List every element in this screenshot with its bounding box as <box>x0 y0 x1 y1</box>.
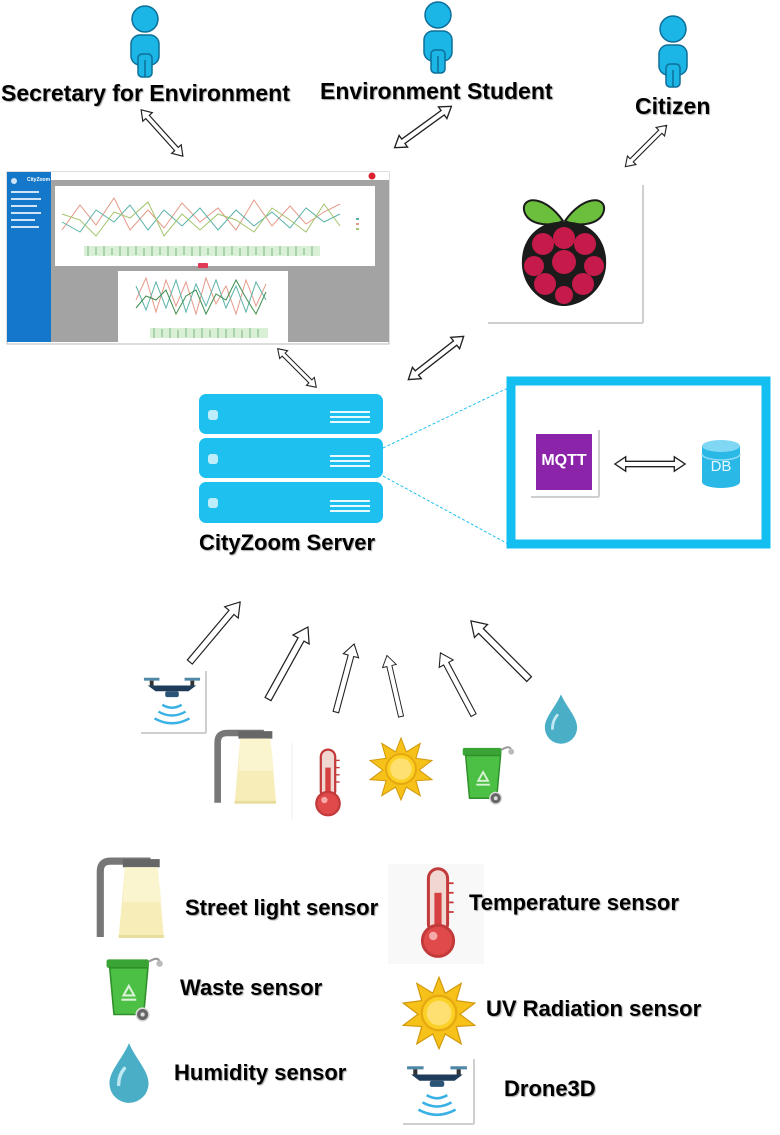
drone-icon <box>140 670 204 730</box>
arrow-drop-server <box>463 613 537 687</box>
legend-street-light-icon <box>100 859 164 938</box>
legend-label-waste: Waste sensor <box>180 975 323 1000</box>
database-icon <box>701 440 741 488</box>
arrow-secretary-dashboard <box>135 104 189 162</box>
street-light-icon <box>218 731 276 804</box>
waste-bin-icon <box>461 746 516 806</box>
server-stack <box>199 394 383 523</box>
dashboard-screenshot <box>6 171 390 345</box>
arrow-thermo-server <box>327 641 363 715</box>
legend-label-drone: Drone3D <box>504 1076 596 1101</box>
legend-label-street-light: Street light sensor <box>185 895 379 920</box>
legend-drone-icon <box>402 1058 472 1122</box>
actor-label-secretary: Secretary for Environment <box>1 80 290 106</box>
mqtt-logo <box>536 434 592 490</box>
actor-label-citizen: Citizen <box>635 93 711 119</box>
arrow-streetlight-server <box>259 621 317 705</box>
raspberry-pi-card <box>487 184 644 324</box>
arrow-citizen-raspberry <box>620 120 672 172</box>
db-label: DB <box>710 458 732 475</box>
legend-label-uv: UV Radiation sensor <box>486 996 702 1021</box>
arrow-sun-server <box>379 653 409 719</box>
legend-thermometer-icon <box>420 867 456 958</box>
legend-label-humidity: Humidity sensor <box>174 1060 347 1085</box>
arrow-bin-server <box>432 648 482 720</box>
mqtt-label: MQTT <box>541 452 587 469</box>
arrow-dashboard-server <box>273 344 321 392</box>
legend-label-temperature: Temperature sensor <box>469 890 679 915</box>
dashboard-app-name: CityZoom <box>27 177 51 183</box>
raspberry-icon <box>521 199 607 306</box>
water-drop-icon <box>543 692 579 746</box>
legend-sun-icon <box>402 976 476 1050</box>
arrow-student-dashboard <box>389 99 457 155</box>
actor-icon-citizen <box>658 15 688 88</box>
thermometer-icon <box>314 748 342 817</box>
actor-icon-secretary <box>130 5 160 78</box>
actor-icon-student <box>423 1 453 74</box>
arrow-server-raspberry <box>403 329 469 387</box>
server-label: CityZoom Server <box>199 530 376 555</box>
sun-icon <box>369 737 433 801</box>
legend-water-drop-icon <box>107 1041 151 1105</box>
legend-waste-bin-icon <box>105 957 164 1022</box>
actor-label-student: Environment Student <box>320 78 553 104</box>
arrow-drone-server <box>182 595 248 669</box>
